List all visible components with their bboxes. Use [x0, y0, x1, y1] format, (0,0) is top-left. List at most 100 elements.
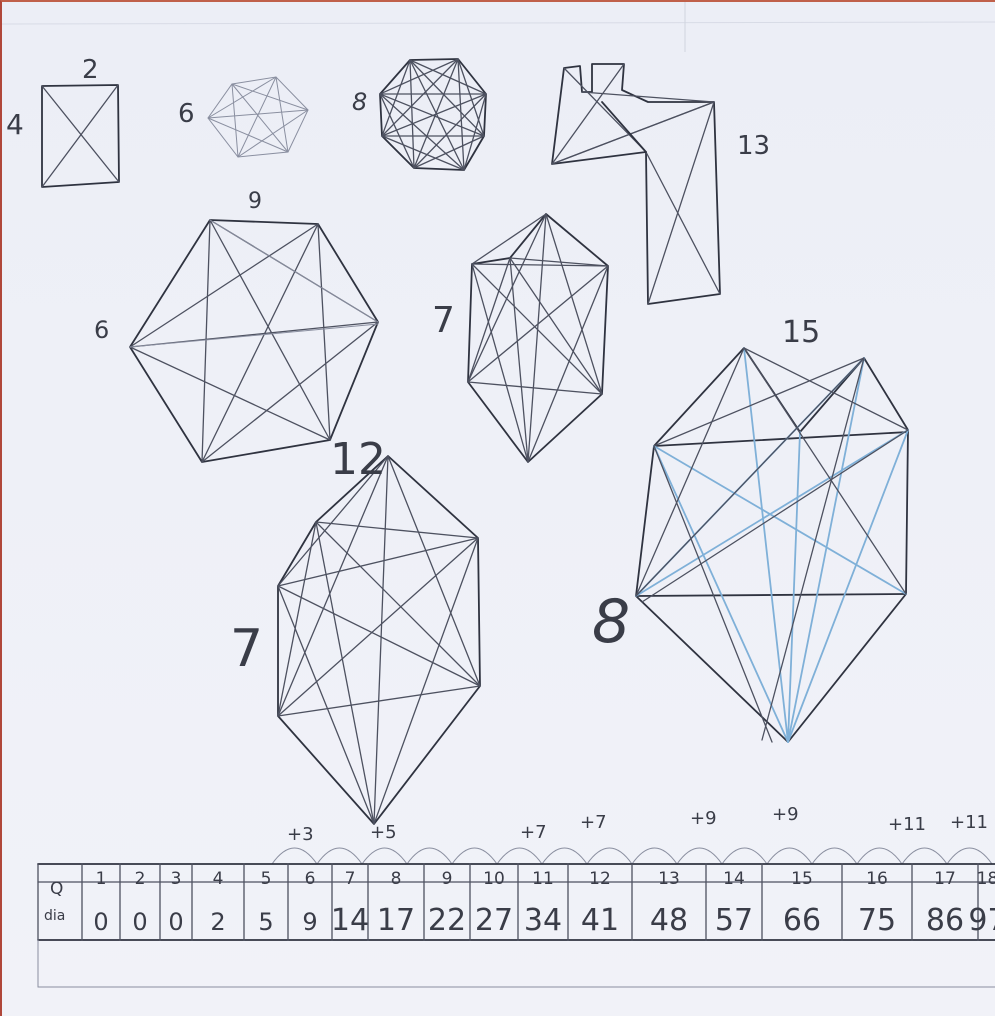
diagonal-line: [276, 77, 288, 152]
diagonal-line: [762, 358, 864, 740]
hexagon-sketch: [130, 220, 378, 462]
label-hex-top: 9: [248, 189, 262, 214]
q-cell: 13: [658, 869, 680, 889]
blue-diagonal: [788, 432, 800, 742]
q-cell: 10: [483, 869, 505, 889]
dia-cell: 9: [302, 908, 317, 936]
hexagon-outline: [130, 220, 378, 462]
diagonal-line: [564, 68, 646, 152]
paper-fold-line: [2, 22, 995, 24]
increment-arc: [497, 848, 542, 864]
table-label-q: Q: [50, 879, 63, 899]
dia-cell: 41: [581, 903, 619, 938]
increment-arc: [857, 848, 902, 864]
diagonal-line: [316, 522, 480, 686]
diagonal-line: [602, 102, 646, 152]
diagonal-line: [382, 94, 486, 136]
increment-label: +3: [287, 824, 314, 845]
diagonal-line: [130, 224, 318, 347]
blue-diagonal: [744, 348, 788, 742]
q-cell: 11: [532, 869, 554, 889]
increment-arc: [722, 848, 767, 864]
increment-arc: [587, 848, 632, 864]
diagonal-line: [232, 84, 238, 157]
increment-label: +11: [888, 814, 926, 835]
large-heptagon-sketch: [278, 456, 480, 824]
dia-cell: 17: [377, 903, 415, 938]
increment-label: +7: [520, 822, 547, 843]
q-cell: 6: [305, 869, 316, 889]
blue-diagonal: [654, 446, 788, 742]
rectangle-sketch: [42, 85, 119, 187]
house-shape-sketch: [552, 64, 720, 304]
increment-arc: [632, 848, 677, 864]
diagonal-line: [278, 586, 374, 824]
dia-cell: 0: [93, 908, 108, 936]
diagonal-line: [410, 60, 414, 168]
dia-cell: 22: [428, 903, 466, 938]
q-cell: 16: [866, 869, 888, 889]
diagonal-line: [410, 60, 484, 136]
diagonal-line: [316, 522, 478, 538]
q-cell: 8: [391, 869, 402, 889]
increment-label: +11: [950, 812, 988, 833]
heptagon-outline: [278, 456, 480, 824]
dia-cell: 48: [650, 903, 688, 938]
q-cell: 14: [723, 869, 745, 889]
diagonal-line: [546, 214, 602, 394]
label-hex-left: 6: [94, 316, 109, 344]
diagonal-line: [202, 220, 210, 462]
q-cell: 3: [171, 869, 182, 889]
increment-arc: [767, 848, 812, 864]
increment-arc: [812, 848, 857, 864]
dia-cell: 2: [210, 908, 225, 936]
diagonal-line: [648, 102, 714, 304]
increment-arc: [542, 848, 587, 864]
increment-arc: [452, 848, 497, 864]
label-heart-left: 8: [592, 587, 630, 657]
label-big-twelve: 12: [330, 434, 386, 485]
q-cell: 4: [213, 869, 224, 889]
dia-cell: 66: [783, 903, 821, 938]
increment-label: +9: [690, 808, 717, 829]
heptagon-sketch: [468, 214, 608, 462]
increment-arc: [317, 848, 362, 864]
heart-outline: [636, 348, 908, 742]
diagonal-line: [278, 586, 480, 686]
dia-cell: 57: [715, 903, 753, 938]
octagon-sketch: [380, 59, 486, 170]
small-hexagon-sketch: [208, 77, 308, 157]
diagonal-line: [468, 214, 546, 382]
label-mid-seven: 7: [432, 300, 455, 341]
table-increments: +3+5+7+7+9+9+11+11: [287, 804, 988, 845]
q-cell: 15: [791, 869, 813, 889]
increment-label: +5: [370, 822, 397, 843]
q-cell: 2: [135, 869, 146, 889]
dia-cell: 86: [926, 903, 964, 938]
diagonal-line: [582, 92, 714, 102]
increment-arc: [902, 848, 947, 864]
dia-cell: 0: [132, 908, 147, 936]
dia-cell: 75: [858, 903, 896, 938]
increment-arc: [272, 848, 317, 864]
diagonal-line: [130, 324, 378, 347]
increment-arc: [362, 848, 407, 864]
diagonal-line: [318, 224, 330, 440]
diagonal-line: [654, 446, 772, 742]
table-row-dia: 000259141722273441485766758697: [93, 903, 995, 938]
q-cell: 7: [345, 869, 356, 889]
diagonal-line: [646, 152, 720, 294]
diagonal-line: [316, 522, 374, 824]
diagonal-line: [380, 94, 484, 136]
q-cell: 12: [589, 869, 611, 889]
q-cell: 5: [261, 869, 272, 889]
label-house-right: 13: [737, 131, 770, 161]
increment-arc: [407, 848, 452, 864]
diagonal-line: [208, 118, 288, 152]
label-octa-small: 8: [352, 88, 367, 116]
diagonal-line: [238, 110, 308, 157]
q-cell: 9: [442, 869, 453, 889]
